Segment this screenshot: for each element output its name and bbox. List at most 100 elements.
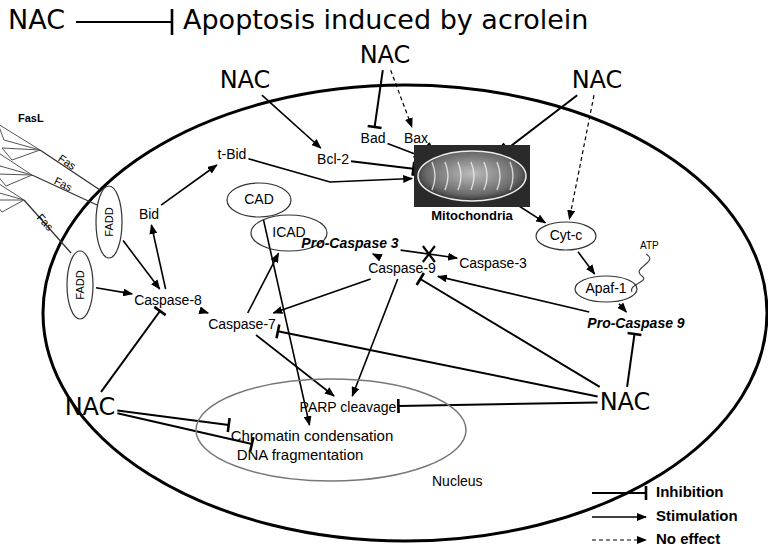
label-text: Fas <box>52 175 74 194</box>
text-node: NAC <box>220 67 271 93</box>
fas-stem <box>32 175 97 205</box>
ellipse-node: Apaf-1 <box>574 275 638 303</box>
ellipse-outline <box>575 276 637 302</box>
inhibition-connector <box>375 70 383 127</box>
text-node: NAC <box>600 389 651 415</box>
ellipse-outline <box>536 222 596 250</box>
ellipse-node: CAD <box>226 182 292 218</box>
stimulation-connector <box>273 279 370 313</box>
stimulation-connector <box>248 253 279 313</box>
text-node: NAC <box>572 67 623 93</box>
ellipse-outline <box>96 186 122 258</box>
text-node: Caspase-7 <box>208 315 276 333</box>
node-text: t-Bid <box>218 146 247 162</box>
legend-sample <box>592 539 646 540</box>
stimulation-connector <box>619 304 626 312</box>
label-text: Fas <box>56 152 78 172</box>
text-node: t-Bid <box>218 145 247 163</box>
text-node: Chromatin condensation <box>231 427 394 445</box>
fas-ligand <box>0 178 24 200</box>
ellipse-outline <box>196 379 466 481</box>
node-text: ICAD <box>272 225 305 240</box>
mitochondrion-outline <box>418 151 526 201</box>
fas-receptor <box>24 150 100 253</box>
node-text: Pro-Caspase 3 <box>301 235 398 251</box>
text-node: NAC <box>360 42 411 68</box>
node-text: PARP cleavage <box>300 399 397 415</box>
no-effect-connector <box>569 95 594 219</box>
inhibition-connector <box>507 95 577 149</box>
legend-text: Inhibition <box>656 484 723 501</box>
node-text: NAC <box>600 388 651 416</box>
stimulation-connector <box>352 279 397 396</box>
text-node: Pro-Caspase 9 <box>587 314 684 332</box>
cell-membrane <box>43 85 767 541</box>
text-node: DNA fragmentation <box>237 446 364 464</box>
node-text: Apaf-1 <box>585 281 626 296</box>
ellipse-node: FADD <box>66 250 94 320</box>
node-text: NAC <box>220 66 271 94</box>
label-text: FasL <box>18 112 44 124</box>
node-text: Caspase-9 <box>368 260 436 276</box>
node-text: Cyt-c <box>550 228 583 243</box>
ellipse-node: Cyt-c <box>535 221 597 251</box>
node-text: Chromatin condensation <box>231 427 394 444</box>
fas-ligand <box>0 124 40 150</box>
cristae <box>432 162 513 190</box>
stimulation-connector <box>438 276 589 312</box>
node-text: Bax <box>404 130 428 146</box>
fas-ligand <box>0 150 32 175</box>
stimulation-connector <box>202 311 208 313</box>
node-text: FADD <box>103 207 115 236</box>
text-node: Bad <box>361 129 386 147</box>
node-text: FADD <box>74 270 86 299</box>
label-text: Fas <box>35 211 56 233</box>
node-text: Bad <box>361 130 386 146</box>
node-text: NAC <box>65 393 116 421</box>
inhibition-connector <box>627 334 634 387</box>
stimulation-connector <box>161 165 217 205</box>
inhibition-connector <box>101 311 160 392</box>
ellipse-outline <box>227 183 291 217</box>
stimulation-connector <box>123 241 160 289</box>
text-node: Caspase-8 <box>134 291 202 309</box>
node-text: Caspase-3 <box>459 255 527 271</box>
stimulation-connector <box>151 225 165 289</box>
legend-sample <box>592 492 646 494</box>
stimulation-connector <box>578 252 595 274</box>
title: Apoptosis induced by acrolein <box>183 5 588 35</box>
fas-ligand <box>0 200 24 212</box>
text-node: Caspase-3 <box>459 254 527 272</box>
text-node: PARP cleavage <box>300 398 397 416</box>
fas-ligand <box>0 174 32 186</box>
legend-text: Stimulation <box>656 508 738 525</box>
stimulation-connector <box>373 254 379 257</box>
text-node: Bcl-2 <box>317 150 349 168</box>
legend-text: No effect <box>656 531 720 548</box>
label-text: NAC <box>8 5 65 35</box>
node-text: Mitochondria <box>431 209 513 223</box>
node-text: NAC <box>572 66 623 94</box>
node-text: Caspase-7 <box>208 316 276 332</box>
fas-ligand <box>2 148 40 160</box>
ellipse-outline <box>67 251 93 319</box>
block-cross <box>423 246 435 262</box>
label-text: ATP <box>640 240 659 251</box>
stimulation-connector <box>256 335 334 396</box>
ellipse-node: NucleusPARP cleavageChromatin condensati… <box>195 378 467 482</box>
node-text: Nucleus <box>432 474 483 489</box>
ellipse-node: FADD <box>95 185 123 259</box>
inhibition-connector <box>398 403 597 407</box>
atp-squiggle <box>632 254 650 292</box>
text-node: Caspase-9 <box>368 259 436 277</box>
mitochondrion: Mitochondria <box>414 145 530 207</box>
fas-stem <box>24 200 71 253</box>
inhibition-bar <box>171 9 174 35</box>
stimulation-connector <box>96 288 132 294</box>
node-text: Pro-Caspase 9 <box>587 315 684 331</box>
node-text: DNA fragmentation <box>237 446 364 463</box>
node-text: Bcl-2 <box>317 151 349 167</box>
stimulation-connector <box>262 95 321 148</box>
node-text: Caspase-8 <box>134 292 202 308</box>
